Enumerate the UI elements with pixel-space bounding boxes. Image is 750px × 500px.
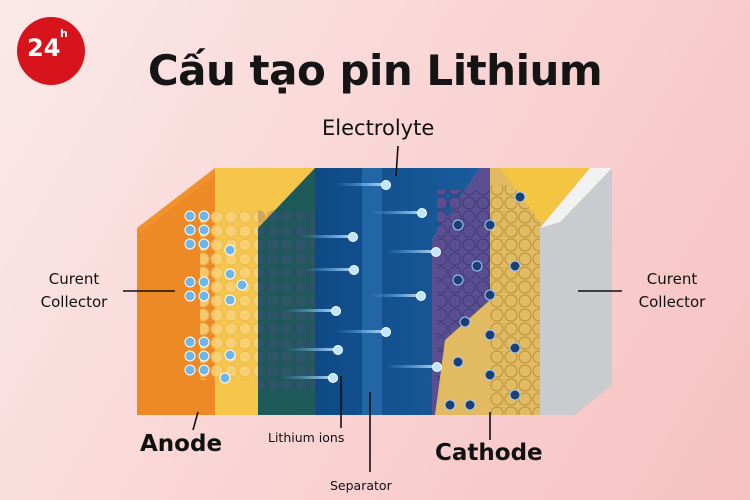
label-left-collector: Curent Collector [40, 270, 108, 311]
label-anode: Anode [140, 431, 223, 457]
label-right-collector: Curent Collector [638, 270, 706, 311]
leader-lines [123, 145, 622, 472]
label-electrolyte: Electrolyte [322, 116, 435, 140]
label-separator: Separator [330, 478, 392, 493]
logo-superscript: h [60, 27, 68, 40]
page-title: Cấu tạo pin Lithium [147, 46, 603, 95]
label-cathode: Cathode [435, 440, 543, 466]
cathode-collector [540, 168, 612, 415]
separator-band [362, 168, 382, 415]
logo-text: 24 [27, 34, 61, 62]
lithium-ion-particles [280, 180, 442, 383]
anode-ions [184, 210, 248, 384]
cathode-ions [444, 191, 526, 411]
label-lithium-ions: Lithium ions [268, 430, 345, 445]
anode-collector [137, 168, 215, 415]
brand-logo [17, 17, 85, 85]
